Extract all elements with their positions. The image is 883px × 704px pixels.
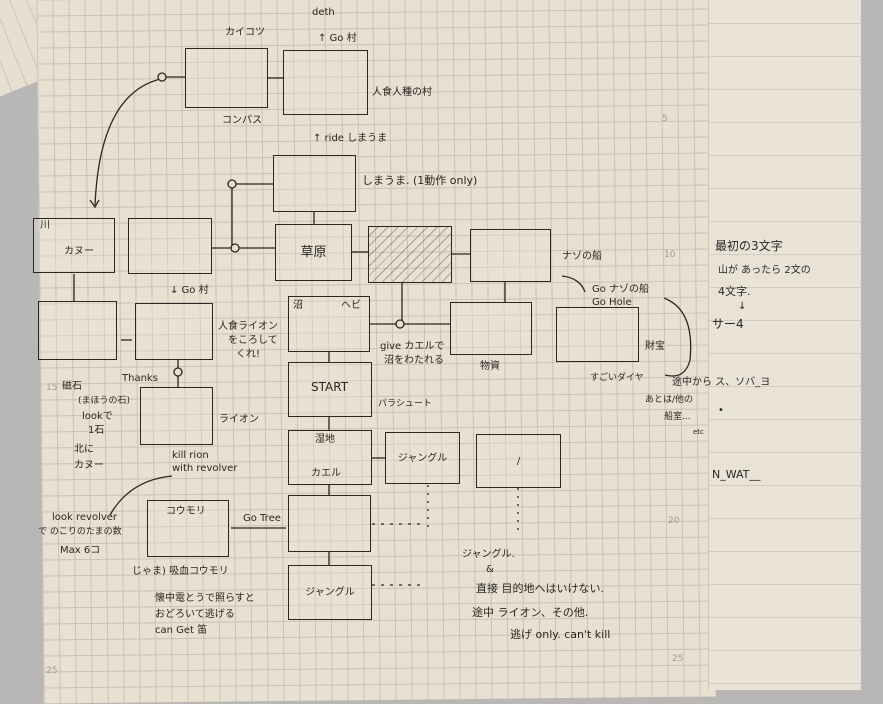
lined-page xyxy=(708,0,861,690)
scene-wetland: 湿地 カエル xyxy=(288,430,372,485)
bat-note-1: 懐中電とうで照らすと xyxy=(155,593,255,604)
page-number: 10 xyxy=(664,250,676,260)
lion-label: ライオン xyxy=(219,414,259,425)
give-frog-1: give カエルで xyxy=(380,341,445,352)
go-ship-label: Go ナゾの船 xyxy=(592,284,650,295)
scene-stick-figure xyxy=(38,301,117,360)
scene-bat: コウモリ xyxy=(147,500,229,557)
scene-start: START xyxy=(288,362,372,417)
page-number: 5 xyxy=(662,114,668,124)
treasure-label: 財宝 xyxy=(645,341,665,352)
zebra-label: しまうま. (1動作 only) xyxy=(362,174,478,187)
diamond-label: すごいダイヤ xyxy=(590,373,644,383)
page-number: 20 xyxy=(668,516,680,526)
supplies-label: 物資 xyxy=(480,361,500,372)
cannibal-village-label: 人食人種の村 xyxy=(372,87,432,98)
thanks-label: Thanks xyxy=(122,373,158,384)
swamp-label: 沼 xyxy=(293,300,303,311)
jungle-note-2: & xyxy=(486,564,494,575)
right-note-arrow: ↓ xyxy=(738,301,747,312)
jungle-note-1: ジャングル. xyxy=(462,549,515,560)
scene-village-lion-request xyxy=(135,303,213,360)
right-note-others: あとは/他の xyxy=(645,395,694,405)
compass-label: コンパス xyxy=(222,115,262,126)
go-hole-label: Go Hole xyxy=(592,297,632,308)
lion-request-1: 人食ライオン xyxy=(218,321,278,332)
slash-mark: / xyxy=(516,455,521,467)
revolver-note-1: look revolver xyxy=(52,512,118,523)
scene-treasure xyxy=(556,307,639,362)
page-number: 25 xyxy=(672,654,684,664)
go-village-label: ↑ Go 村 xyxy=(318,33,357,44)
jungle-note-4: 途中 ライオン、その他. xyxy=(472,606,589,619)
right-note-etc: etc xyxy=(693,428,704,436)
scene-supplies xyxy=(450,302,532,355)
note-line: 磁石 xyxy=(62,381,82,392)
right-note-nwat: N_WAT__ xyxy=(712,468,761,481)
revolver-note-2: で のこりのたまの数 xyxy=(38,527,122,537)
scene-hatched xyxy=(368,226,452,283)
bat-note-2: おどろいて逃げる xyxy=(155,609,235,620)
lion-request-2: をころして xyxy=(228,335,278,346)
connector-lines xyxy=(73,72,692,586)
scene-lion xyxy=(140,387,213,445)
bat-note-3: can Get 笛 xyxy=(155,625,208,636)
frog-label: カエル xyxy=(311,468,341,479)
right-note-sa4: サー4 xyxy=(712,317,744,331)
note-line: (まほうの石) xyxy=(78,396,131,406)
revolver-note-3: Max 6コ xyxy=(60,545,101,556)
jungle2-label: ジャングル xyxy=(305,587,355,598)
give-frog-2: 沼をわたれる xyxy=(384,355,444,366)
mystery-ship-label: ナゾの船 xyxy=(562,251,602,262)
right-note-mountain: 山が あったら 2文の xyxy=(718,265,811,276)
vampire-bat-label: じゃま) 吸血コウモリ xyxy=(132,566,229,577)
right-note-midway: 途中から ス、ソバ_ヨ xyxy=(672,377,771,388)
lion-request-3: くれ! xyxy=(236,349,261,360)
parachute-label: パラシュート xyxy=(378,399,432,409)
right-note-first3: 最初の3文字 xyxy=(715,239,783,253)
scene-blank: / xyxy=(476,434,561,488)
kill-lion-1: kill rion xyxy=(172,450,209,461)
jungle-note-5: 逃げ only. can't kill xyxy=(510,628,611,641)
scene-skeletons xyxy=(185,48,268,108)
scene-zebra xyxy=(273,155,356,212)
kill-lion-2: with revolver xyxy=(172,463,238,474)
jungle-label: ジャングル xyxy=(397,452,448,464)
jungle-note-3: 直接 目的地へはいけない. xyxy=(476,582,604,595)
wetland-label: 湿地 xyxy=(315,434,335,445)
snake-label: ヘビ xyxy=(341,300,361,311)
scene-river: 川 カヌー xyxy=(33,218,115,273)
note-line: 1石 xyxy=(88,425,105,436)
scene-swamp: 沼 ヘビ xyxy=(288,296,370,352)
ride-label: ↑ ride しまうま xyxy=(313,133,388,144)
scene-jungle: ジャングル xyxy=(385,432,460,484)
skeleton-label: カイコツ xyxy=(225,27,265,38)
start-label: START xyxy=(311,380,349,394)
page-number: 15 xyxy=(46,383,58,393)
scene-jungle-2: ジャングル xyxy=(288,565,372,620)
page-number: 25 xyxy=(46,666,58,676)
canoe-label: カヌー xyxy=(64,246,94,257)
go-village-2-label: ↓ Go 村 xyxy=(170,285,209,296)
curve-arrow xyxy=(94,77,166,206)
deth-label: deth xyxy=(312,7,335,18)
bat-label: コウモリ xyxy=(166,506,206,517)
grassland-label: 草原 xyxy=(300,245,327,260)
scene-tree xyxy=(288,495,371,552)
note-line: カヌー xyxy=(74,460,104,471)
scene-ship xyxy=(470,229,551,282)
scene-grassland: 草原 xyxy=(275,224,352,281)
note-line: lookで xyxy=(82,411,113,422)
go-tree-label: Go Tree xyxy=(243,513,281,524)
scene-houses xyxy=(128,218,212,274)
note-line: 北に xyxy=(74,444,94,455)
right-note-dot: • xyxy=(718,405,724,416)
right-note-cabin: 船室... xyxy=(664,412,691,422)
right-note-four: 4文字. xyxy=(718,285,751,298)
river-label: 川 xyxy=(40,220,50,231)
scene-cannibal-village xyxy=(283,50,368,115)
